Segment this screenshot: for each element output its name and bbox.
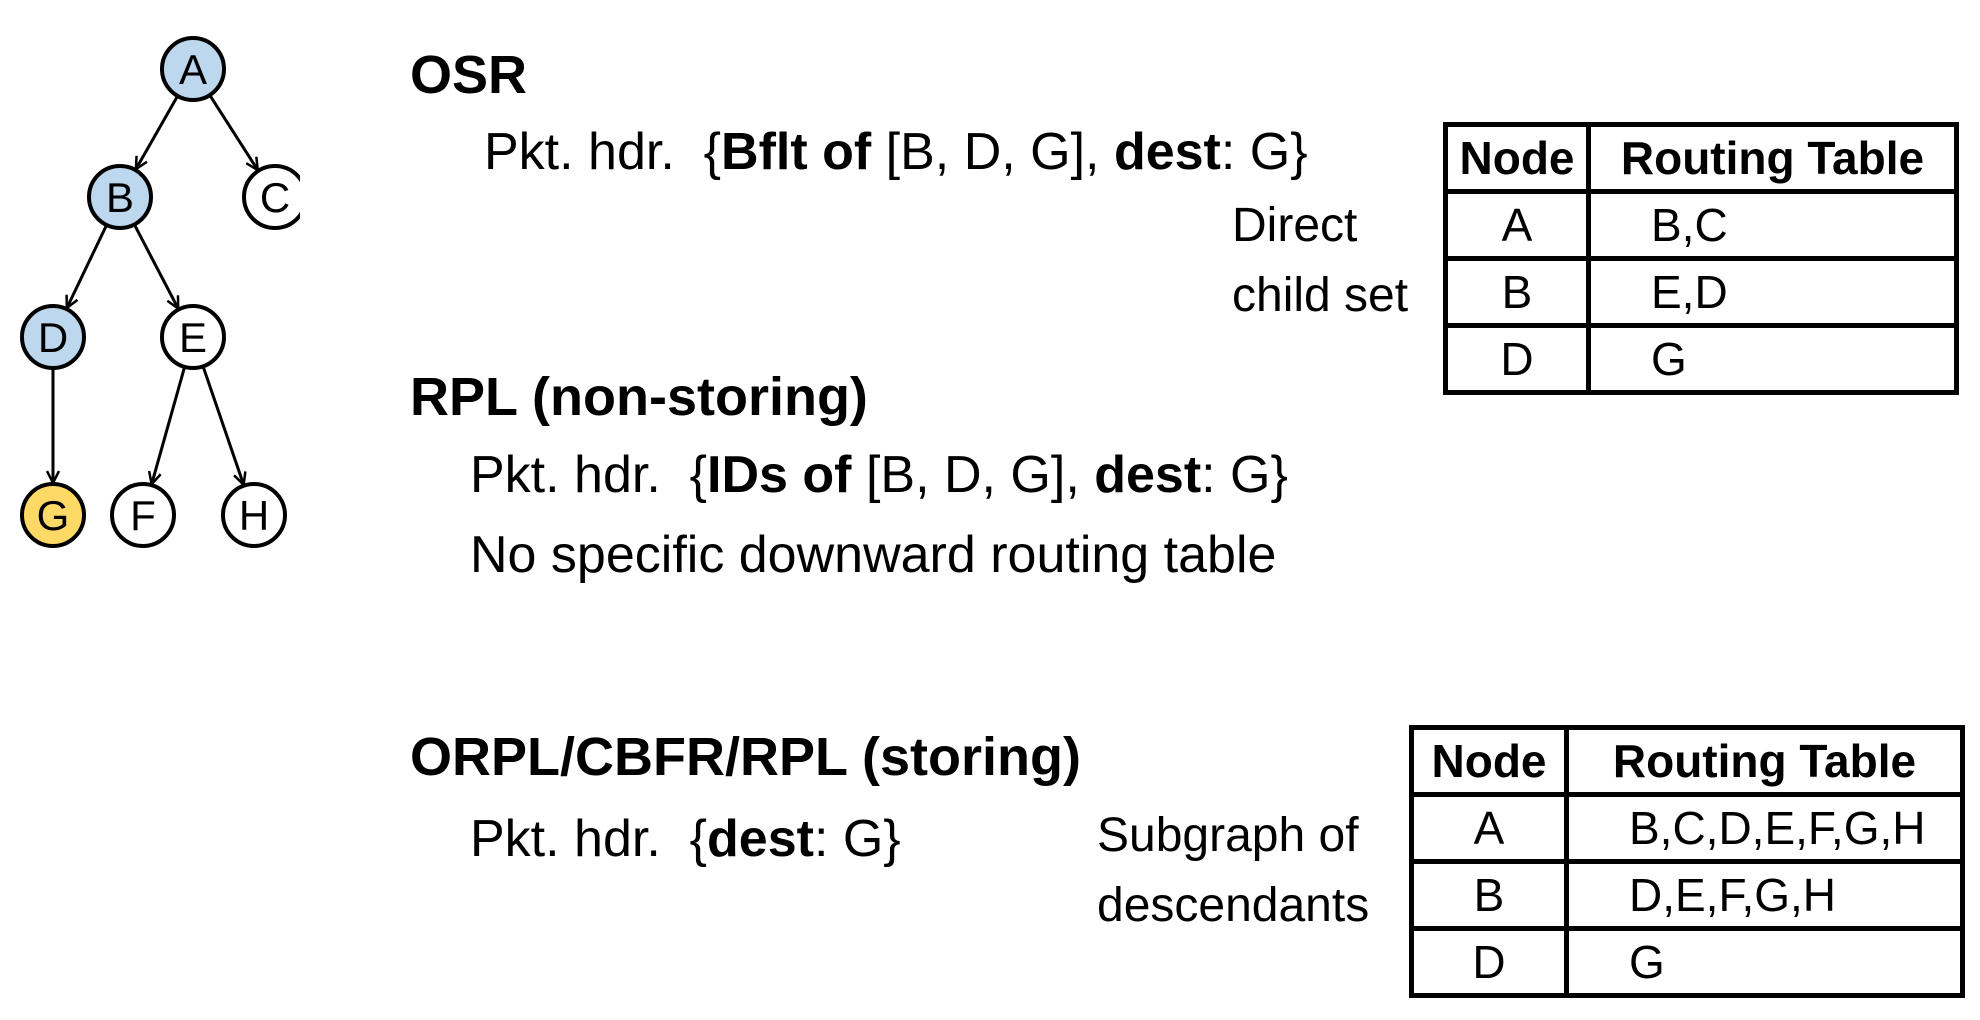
node-label: D: [38, 314, 68, 361]
osr-routing-table: Node Routing Table A B,C B E,D D G: [1443, 122, 1959, 395]
node-circle: [20, 304, 86, 370]
node-circle: [242, 164, 300, 230]
row-node: D: [1443, 323, 1591, 395]
row-node: D: [1409, 926, 1569, 998]
edge-B-D: [67, 224, 108, 308]
header-routing-table: Routing Table: [1586, 122, 1959, 194]
rpl-nonstoring-title: RPL (non-storing): [410, 367, 868, 427]
osr-table-label: Direct child set: [1232, 191, 1408, 331]
row-node: B: [1409, 859, 1569, 931]
edge-A-B: [136, 95, 179, 169]
row-routes: G: [1564, 926, 1965, 998]
node-H: H: [221, 482, 287, 548]
storing-hdr-prefix: Pkt. hdr.: [470, 810, 661, 868]
node-D: D: [20, 304, 86, 370]
osr-id-list: [B, D, G],: [871, 123, 1114, 181]
storing-dest-label: dest: [707, 810, 814, 868]
edge-E-H: [201, 365, 244, 484]
table-row: D G: [1409, 926, 1965, 998]
rpl-ids-label: IDs of: [707, 446, 852, 504]
tree-edges: [53, 94, 258, 485]
node-circle: [110, 482, 176, 548]
node-label: G: [37, 492, 70, 539]
storing-routing-table: Node Routing Table A B,C,D,E,F,G,H B D,E…: [1409, 725, 1965, 998]
storing-brace: {: [689, 810, 708, 868]
node-circle: [87, 164, 153, 230]
osr-hdr-prefix: Pkt. hdr.: [484, 123, 675, 181]
tree-nodes: A B C D E G F H: [20, 36, 300, 548]
row-routes: B,C: [1586, 189, 1959, 261]
table-row: A B,C: [1443, 189, 1959, 261]
node-label: E: [179, 314, 207, 361]
storing-label-line2: descendants: [1097, 879, 1370, 932]
node-circle: [160, 36, 226, 102]
rpl-nonstoring-note: No specific downward routing table: [470, 526, 1277, 584]
osr-label-line1: Direct: [1232, 199, 1358, 252]
rpl-brace: {: [689, 446, 708, 504]
osr-dest-label: dest: [1113, 123, 1221, 181]
node-label: B: [106, 174, 134, 221]
rpl-nonstoring-packet-header: Pkt. hdr. {IDs of [B, D, G], dest: G}: [470, 449, 1288, 501]
header-routing-table: Routing Table: [1564, 725, 1965, 797]
node-C: C: [242, 164, 300, 230]
header-node: Node: [1409, 725, 1569, 797]
row-node: B: [1443, 256, 1591, 328]
storing-table-label: Subgraph of descendants: [1097, 801, 1369, 941]
node-label: A: [179, 46, 207, 93]
table-row: B E,D: [1443, 256, 1959, 328]
storing-title: ORPL/CBFR/RPL (storing): [410, 727, 1081, 787]
tree-diagram: A B C D E G F H: [20, 36, 300, 548]
row-routes: G: [1586, 323, 1959, 395]
osr-packet-header: Pkt. hdr. {Bflt of [B, D, G], dest: G}: [484, 126, 1308, 178]
osr-dest-value: : G}: [1220, 123, 1308, 181]
node-B: B: [87, 164, 153, 230]
row-routes: D,E,F,G,H: [1564, 859, 1965, 931]
node-label: C: [260, 174, 290, 221]
node-circle: [20, 482, 86, 548]
row-node: A: [1409, 792, 1569, 864]
osr-title: OSR: [410, 45, 528, 105]
osr-label-line2: child set: [1232, 269, 1409, 322]
osr-brace: {: [703, 123, 722, 181]
table-header-row: Node Routing Table: [1443, 122, 1959, 194]
rpl-dest-label: dest: [1094, 446, 1202, 504]
rpl-dest-value: : G}: [1201, 446, 1288, 504]
node-circle: [221, 482, 287, 548]
row-routes: B,C,D,E,F,G,H: [1564, 792, 1965, 864]
row-node: A: [1443, 189, 1591, 261]
header-node: Node: [1443, 122, 1591, 194]
node-E: E: [160, 304, 226, 370]
node-label: H: [239, 492, 269, 539]
node-F: F: [110, 482, 176, 548]
table-row: D G: [1443, 323, 1959, 395]
table-header-row: Node Routing Table: [1409, 725, 1965, 797]
storing-dest-value: : G}: [813, 810, 901, 868]
storing-packet-header: Pkt. hdr. {dest: G}: [470, 813, 901, 865]
storing-label-line1: Subgraph of: [1097, 809, 1359, 862]
edge-A-C: [208, 94, 258, 170]
node-G: G: [20, 482, 86, 548]
table-row: A B,C,D,E,F,G,H: [1409, 792, 1965, 864]
table-row: B D,E,F,G,H: [1409, 859, 1965, 931]
row-routes: E,D: [1586, 256, 1959, 328]
node-label: F: [130, 492, 156, 539]
node-A: A: [160, 36, 226, 102]
edge-E-F: [152, 366, 187, 484]
edge-B-E: [133, 223, 180, 308]
rpl-hdr-prefix: Pkt. hdr.: [470, 446, 661, 504]
rpl-id-list: [B, D, G],: [851, 446, 1095, 504]
node-circle: [160, 304, 226, 370]
osr-bflt-label: Bflt of: [721, 123, 872, 181]
